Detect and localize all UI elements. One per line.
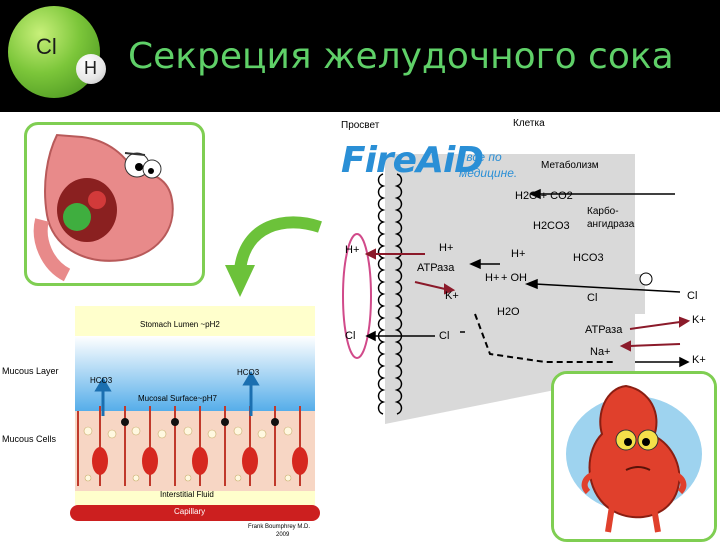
- k-plus-label-2: K+: [692, 314, 706, 326]
- h-plus-oh-h-label: H+: [485, 272, 499, 284]
- k-plus-label-3: K+: [692, 354, 706, 366]
- hco3-right-label: HCO3: [237, 368, 259, 377]
- atom-cl-label: Cl: [36, 34, 57, 60]
- mucous-cells-label: Mucous Cells: [2, 434, 56, 444]
- cl-membrane-label: Cl: [439, 330, 449, 342]
- chlorine-atom-icon: Cl: [8, 6, 100, 98]
- capillary-label: Capillary: [174, 507, 205, 516]
- mucosa-diagram: Stomach Lumen ~pH2 HCO3 HCO3 Mucosal Sur…: [70, 306, 320, 540]
- page-title: Секреция желудочного сока: [128, 36, 674, 77]
- mucosal-surface-label: Mucosal Surface~pH7: [138, 394, 217, 403]
- na-label: Na+: [590, 346, 611, 358]
- enzyme-label-2: ангидраза: [587, 219, 634, 230]
- h-plus-pump-label: H+: [439, 242, 453, 254]
- credit-label: Frank Boumphrey M.D.: [248, 524, 310, 530]
- h2co3-label: H2CO3: [533, 220, 570, 232]
- stomach-lumen-label: Stomach Lumen ~pH2: [140, 320, 220, 329]
- cl-blood-label: Cl: [687, 290, 697, 302]
- h-plus-lumen-label: H+: [345, 244, 359, 256]
- lumen-label: Просвет: [341, 120, 379, 131]
- metabolism-label: Метаболизм: [541, 160, 599, 171]
- logo-subtitle-1: - все по: [459, 150, 502, 164]
- cl-cell-label: Cl: [587, 292, 597, 304]
- h2o-co2-label: H2O + CO2: [515, 190, 573, 202]
- cartoon-stomach-illustration: [554, 374, 714, 539]
- h-plus-cell-label: H+: [511, 248, 525, 260]
- mucosa-svg: [70, 306, 320, 540]
- stomach-illustration: [27, 125, 202, 283]
- cl-lumen-label: Cl: [345, 330, 355, 342]
- curved-arrow-icon: [215, 215, 330, 305]
- oh-label: + OH: [501, 272, 527, 284]
- atpase-label-1: АТРаза: [417, 262, 454, 274]
- k-plus-label-1: K+: [445, 290, 459, 302]
- hco3-cell-label: HCO3: [573, 252, 604, 264]
- atom-h-label: H: [84, 58, 97, 79]
- interstitial-fluid-label: Interstitial Fluid: [160, 490, 214, 499]
- logo-subtitle-2: медицине.: [459, 166, 517, 180]
- mucous-layer-label: Mucous Layer: [2, 366, 59, 376]
- title-bar: Cl H Секреция желудочного сока: [0, 0, 720, 112]
- enzyme-label-1: Карбо-: [587, 206, 619, 217]
- hco3-left-label: HCO3: [90, 376, 112, 385]
- cell-label: Клетка: [513, 118, 545, 129]
- cartoon-stomach-frame: [551, 371, 717, 542]
- hydrogen-atom-icon: H: [76, 54, 106, 84]
- credit-year-label: 2009: [276, 532, 289, 538]
- h2o-label: H2O: [497, 306, 520, 318]
- atpase-label-2: АТРаза: [585, 324, 622, 336]
- stomach-illustration-frame: [24, 122, 205, 286]
